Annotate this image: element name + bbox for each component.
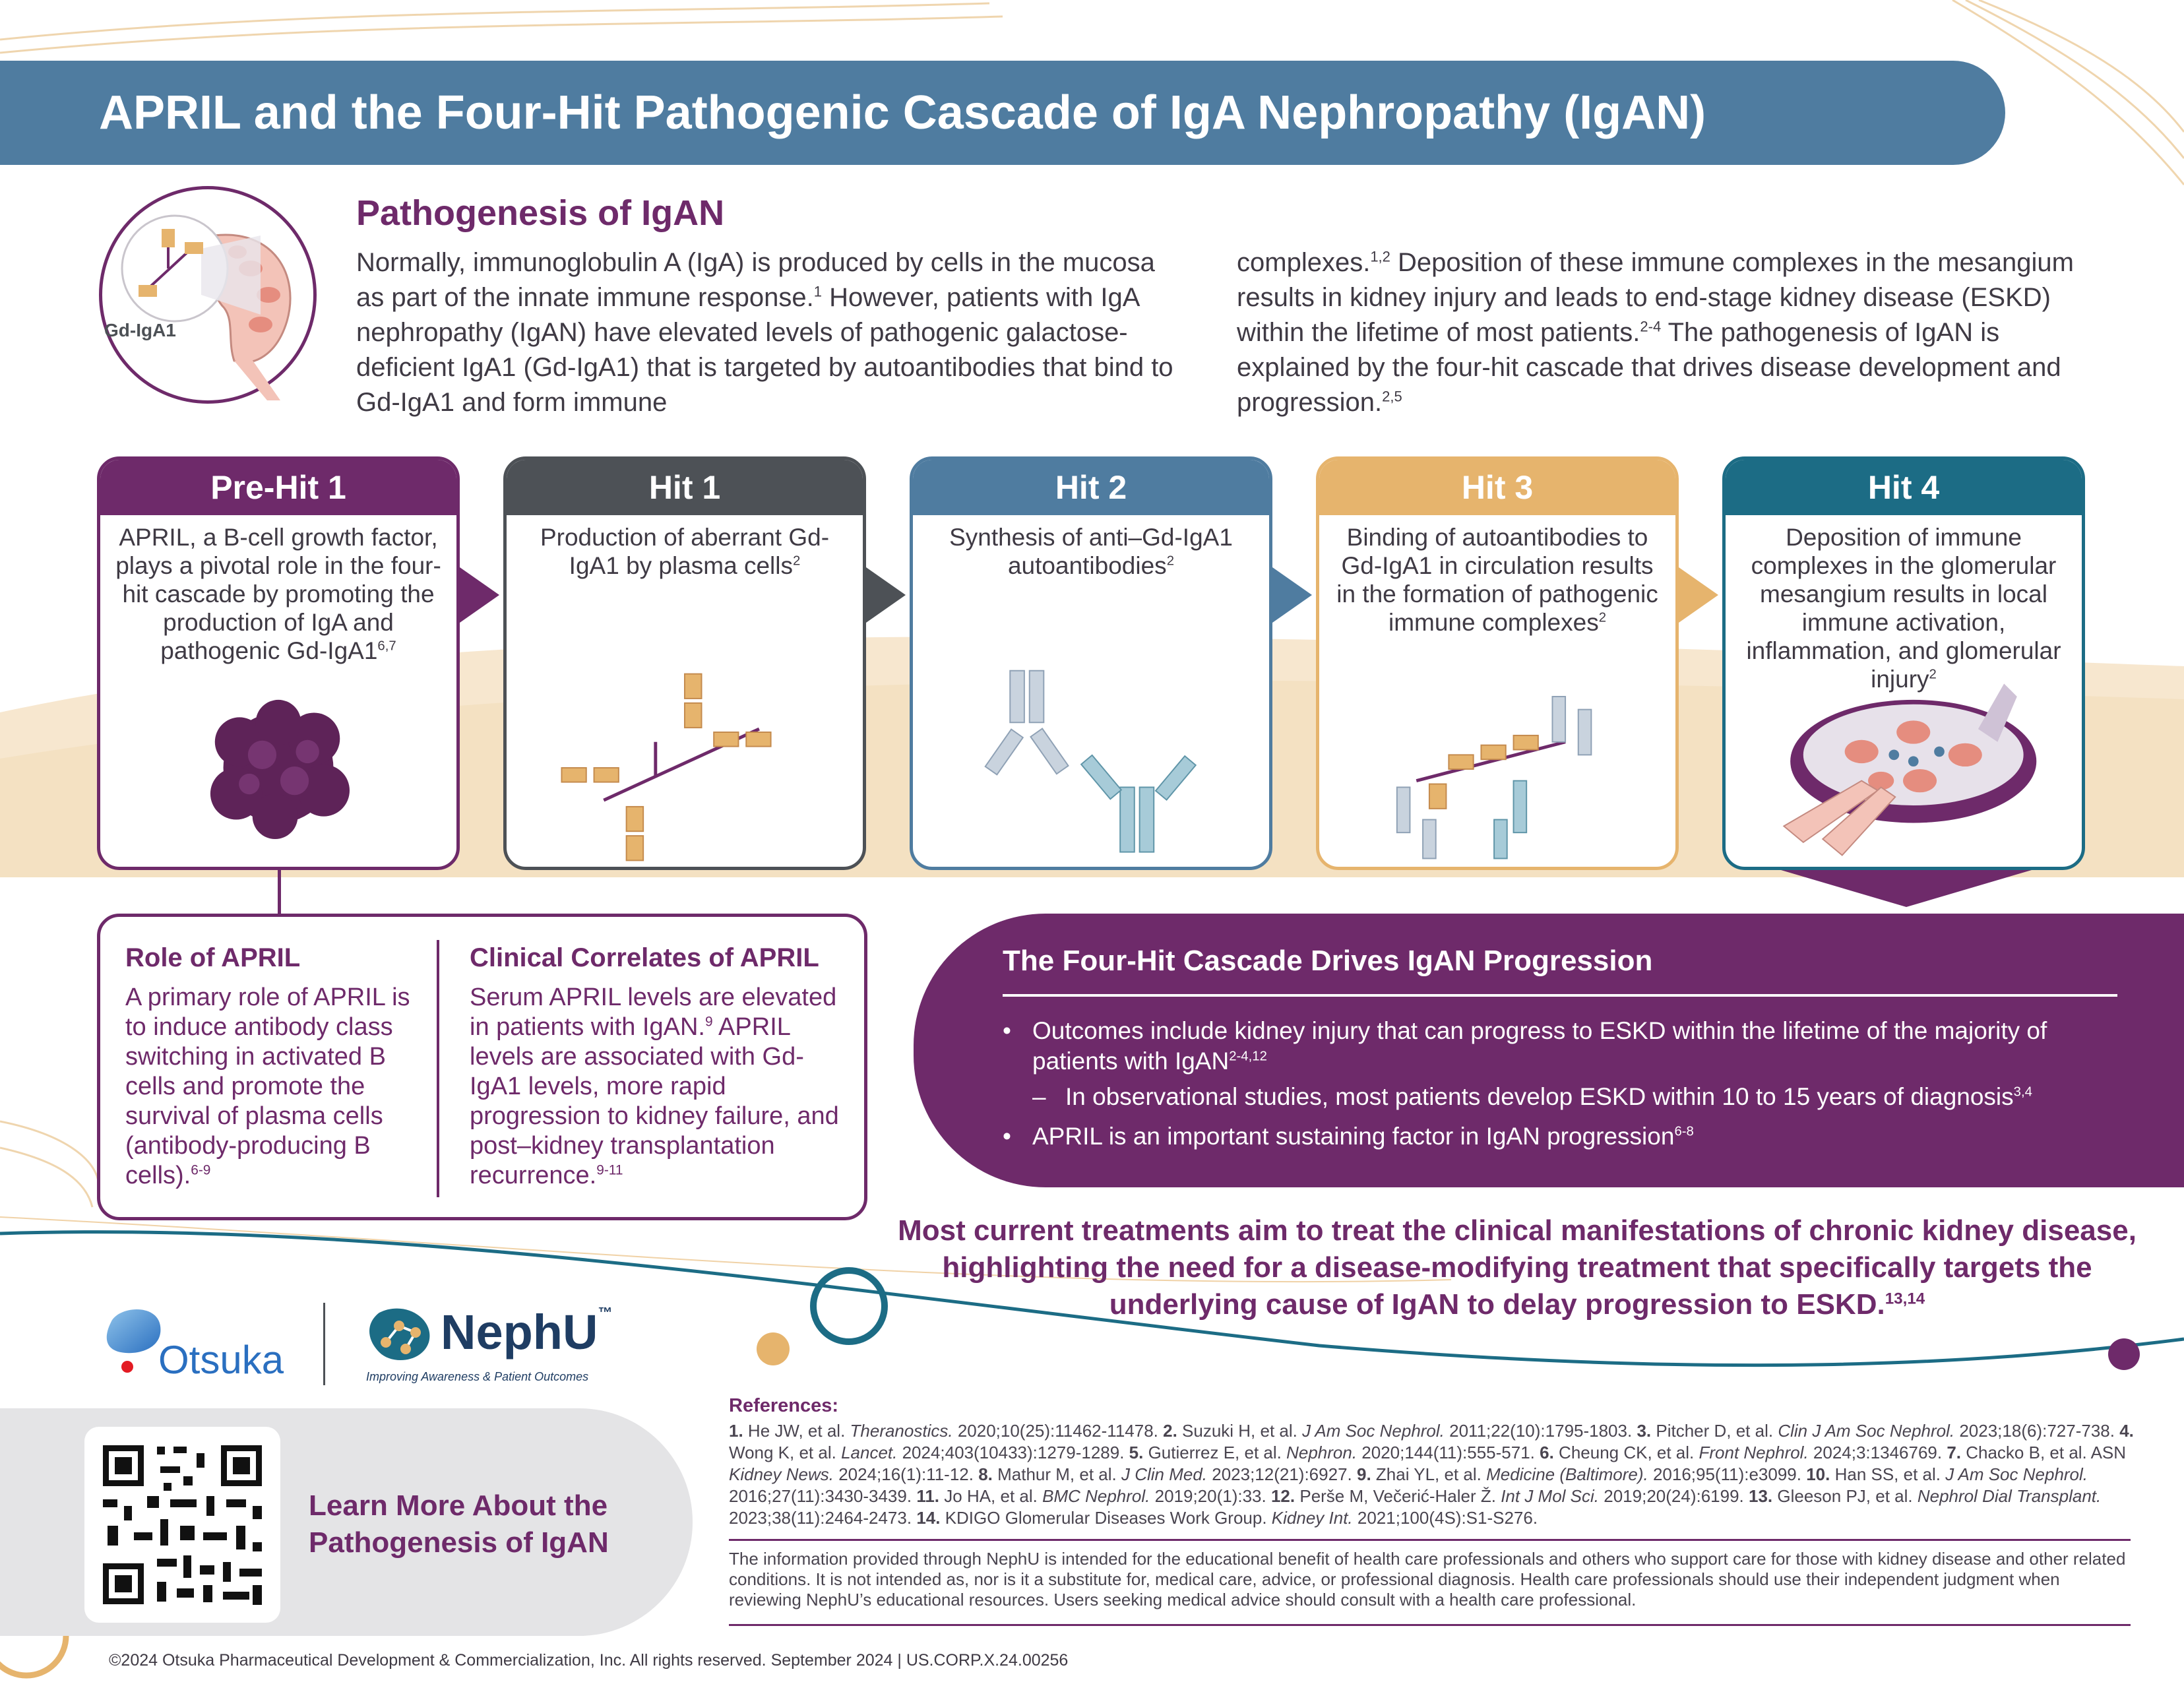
hit-description: APRIL, a B-cell growth factor, plays a p… bbox=[115, 524, 441, 664]
key-statement: Most current treatments aim to treat the… bbox=[898, 1214, 2137, 1321]
cascade-bullet-april: • APRIL is an important sustaining facto… bbox=[1003, 1121, 2124, 1152]
trademark-symbol: ™ bbox=[598, 1304, 613, 1321]
cascade-title: The Four-Hit Cascade Drives IgAN Progres… bbox=[1003, 945, 1653, 977]
otsuka-logo-icon bbox=[106, 1309, 161, 1373]
hit-card-hit-2: Hit 2 Synthesis of anti–Gd-IgA1 autoanti… bbox=[910, 456, 1272, 870]
clinical-correlates-text: Serum APRIL levels are elevated in patie… bbox=[470, 984, 839, 1189]
hit-card-hit-3: Hit 3 Binding of autoantibodies to Gd-Ig… bbox=[1316, 456, 1679, 870]
hit-title: Hit 4 bbox=[1726, 460, 2082, 515]
nephu-tagline: Improving Awareness & Patient Outcomes bbox=[366, 1370, 589, 1383]
sub-bullet-text: In observational studies, most patients … bbox=[1065, 1083, 2032, 1110]
bullet-icon: • bbox=[1003, 1123, 1011, 1150]
clinical-correlates-title: Clinical Correlates of APRIL bbox=[470, 943, 819, 972]
page-title: APRIL and the Four-Hit Pathogenic Cascad… bbox=[99, 86, 1706, 139]
column-divider bbox=[437, 940, 439, 1197]
hit-title: Pre-Hit 1 bbox=[100, 460, 456, 515]
glomerulus-icon bbox=[1782, 683, 2037, 856]
autoantibody-icon bbox=[984, 670, 1197, 853]
gd-iga1-antibody-icon bbox=[561, 673, 772, 861]
copyright-text: ©2024 Otsuka Pharmaceutical Development … bbox=[109, 1651, 1069, 1670]
hit-card-hit-4: Hit 4 Deposition of immune complexes in … bbox=[1722, 456, 2085, 870]
april-info-box: Role of APRIL A primary role of APRIL is… bbox=[97, 914, 867, 1220]
hit-card-hit-1: Hit 1 Production of aberrant Gd-IgA1 by … bbox=[503, 456, 866, 870]
cascade-divider bbox=[1003, 994, 2117, 997]
cascade-bullet-outcomes: • Outcomes include kidney injury that ca… bbox=[1003, 1016, 2124, 1077]
arrow-hit-1-to-hit-2 bbox=[866, 567, 906, 623]
nephu-name: NephU bbox=[441, 1305, 598, 1360]
hit-description: Binding of autoantibodies to Gd-IgA1 in … bbox=[1336, 524, 1658, 636]
title-banner bbox=[0, 61, 2005, 165]
references-divider bbox=[729, 1539, 2131, 1541]
nephu-wordmark: NephU™ bbox=[441, 1304, 612, 1360]
gd-iga1-kidney-icon bbox=[121, 214, 292, 400]
hit-4-pointer bbox=[1781, 870, 2032, 907]
disclaimer-divider bbox=[729, 1624, 2131, 1626]
arrow-hit-3-to-hit-4 bbox=[1679, 567, 1718, 623]
intro-illustration bbox=[99, 186, 317, 404]
disclaimer-text: The information provided through NephU i… bbox=[729, 1549, 2126, 1610]
references-list: 1. He JW, et al. Theranostics. 2020;10(2… bbox=[729, 1421, 2134, 1528]
connector-line bbox=[278, 870, 281, 914]
references-title: References: bbox=[729, 1395, 839, 1416]
hit-description: Deposition of immune complexes in the gl… bbox=[1746, 524, 2061, 693]
dash-icon: – bbox=[1032, 1083, 1046, 1110]
hit-title: Hit 2 bbox=[913, 460, 1269, 515]
intro-paragraph-right: complexes.1,2 Deposition of these immune… bbox=[1237, 248, 2074, 417]
intro-heading: Pathogenesis of IgAN bbox=[356, 193, 725, 233]
otsuka-logo bbox=[98, 1303, 170, 1379]
arrow-hit-2-to-hit-3 bbox=[1272, 567, 1312, 623]
april-protein-icon bbox=[210, 699, 350, 839]
intro-paragraph-left: Normally, immunoglobulin A (IgA) is prod… bbox=[356, 248, 1173, 417]
nephu-logo bbox=[366, 1303, 439, 1372]
otsuka-wordmark: Otsuka bbox=[158, 1338, 284, 1382]
hit-description: Production of aberrant Gd-IgA1 by plasma… bbox=[540, 524, 830, 579]
hit-description: Synthesis of anti–Gd-IgA1 autoantibodies… bbox=[949, 524, 1233, 579]
cascade-progression-box bbox=[914, 914, 2184, 1187]
cascade-sub-bullet-observational: – In observational studies, most patient… bbox=[1032, 1082, 2154, 1112]
logo-divider bbox=[323, 1303, 325, 1385]
qr-code[interactable] bbox=[84, 1427, 280, 1623]
hit-title: Hit 3 bbox=[1319, 460, 1675, 515]
bullet-icon: • bbox=[1003, 1017, 1011, 1044]
gd-iga1-icon-label: Gd-IgA1 bbox=[104, 320, 176, 340]
bullet-text: Outcomes include kidney injury that can … bbox=[1032, 1017, 2047, 1075]
bullet-text: APRIL is an important sustaining factor … bbox=[1032, 1123, 1694, 1150]
immune-complex-icon bbox=[1396, 696, 1592, 860]
role-of-april-title: Role of APRIL bbox=[125, 943, 301, 972]
hit-title: Hit 1 bbox=[507, 460, 863, 515]
hit-card-pre-hit-1: Pre-Hit 1 APRIL, a B-cell growth factor,… bbox=[97, 456, 460, 870]
role-of-april-text: A primary role of APRIL is to induce ant… bbox=[125, 984, 410, 1189]
arrow-pre-hit-1-to-hit-1 bbox=[460, 567, 499, 623]
qr-code-icon bbox=[103, 1445, 262, 1605]
nephu-logo-icon bbox=[369, 1308, 430, 1360]
